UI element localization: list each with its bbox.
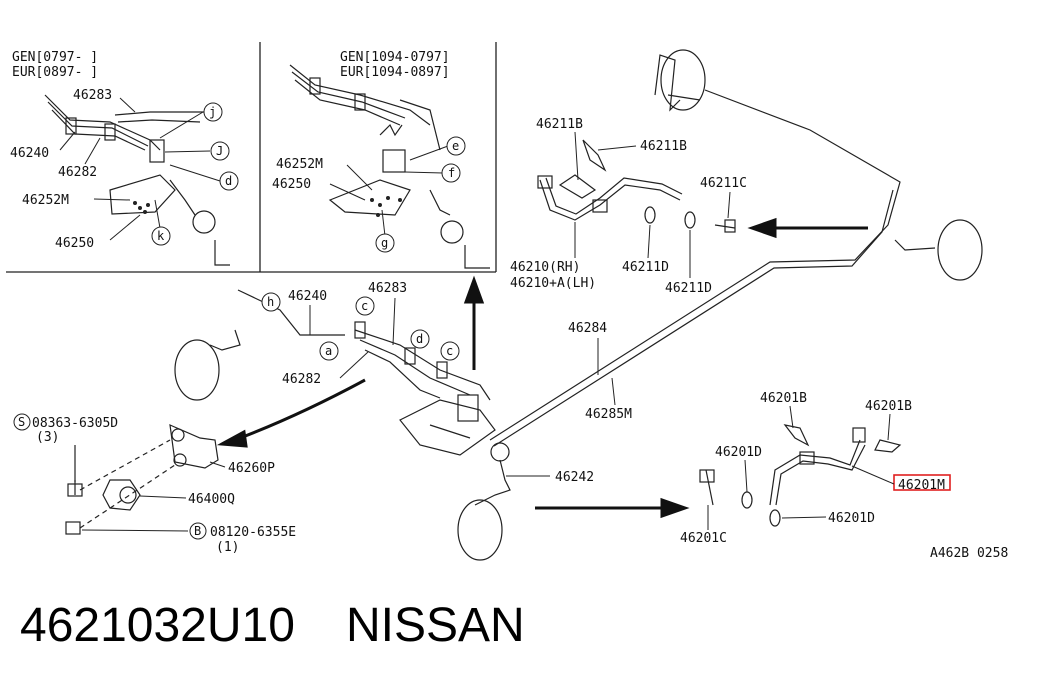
inset-left-dots (133, 201, 150, 214)
inset-left-label-46283: 46283 (73, 88, 112, 103)
circle-label-d-main: d (416, 332, 423, 346)
label-46201d-2: 46201D (828, 511, 875, 526)
inset-right-dots (370, 196, 402, 217)
valve-leaders (81, 461, 226, 532)
label-46282: 46282 (282, 372, 321, 387)
inset-right-label-46250: 46250 (272, 177, 311, 192)
main-circles: h c a d c (261, 292, 460, 361)
label-46284: 46284 (568, 321, 607, 336)
circle-label-c-2: c (446, 344, 453, 358)
pipe-leaders (309, 297, 616, 477)
inset-left-header-2: EUR[0897- ] (12, 65, 98, 80)
s-circle (13, 413, 31, 431)
circle-label-s: S (18, 415, 25, 429)
label-qty-3: (3) (36, 430, 59, 445)
inset-right-circles: e f g (375, 136, 466, 253)
inset-right-leaders (329, 145, 449, 237)
label-08120-6355e: 08120-6355E (210, 525, 296, 540)
circle-label-k: k (157, 229, 165, 243)
inset-left-leaders (59, 97, 221, 241)
inset-right-pipes (289, 64, 490, 269)
label-46211d-1: 46211D (622, 260, 669, 275)
highlight-box (893, 474, 951, 491)
circle-label-h: h (267, 295, 274, 309)
inset-left-label-46250: 46250 (55, 236, 94, 251)
label-46201b-2: 46201B (865, 399, 912, 414)
inset-left-header-1: GEN[0797- ] (12, 50, 98, 65)
circle-label-f: f (448, 166, 455, 180)
circle-label-a: a (325, 344, 332, 358)
inset-right-header-1: GEN[1094-0797] (340, 50, 450, 65)
label-46201d-1: 46201D (715, 445, 762, 460)
label-46283: 46283 (368, 281, 407, 296)
circle-label-d: d (225, 174, 232, 188)
label-46285m: 46285M (585, 407, 632, 422)
label-46211c: 46211C (700, 176, 747, 191)
label-46211b-1: 46211B (536, 117, 583, 132)
parts-diagram: GEN[0797- ] EUR[0897- ] 46283 46240 4628… (6, 42, 1008, 561)
arrows (216, 217, 868, 519)
inset-left-label-46252m: 46252M (22, 193, 69, 208)
inset-left-label-46282: 46282 (58, 165, 97, 180)
circle-label-b: B (194, 524, 201, 538)
circle-label-J: J (216, 144, 223, 158)
label-46210a-lh: 46210+A(LH) (510, 276, 596, 291)
label-46201c: 46201C (680, 531, 727, 546)
main-pipes (174, 49, 983, 561)
part-number: 4621032U10 (20, 599, 295, 652)
label-46240: 46240 (288, 289, 327, 304)
rear-hose (699, 424, 902, 527)
inset-left-pipes (44, 94, 230, 266)
inset-right: GEN[1094-0797] EUR[1094-0897] 46252M 462… (272, 50, 490, 269)
label-46201b-1: 46201B (760, 391, 807, 406)
label-46242: 46242 (555, 470, 594, 485)
valve-assembly (65, 424, 219, 535)
label-46201m: 46201M (898, 478, 945, 493)
diagram-code: A462B 0258 (930, 546, 1008, 561)
circle-label-g: g (381, 236, 388, 250)
label-46211b-2: 46211B (640, 139, 687, 154)
label-46400q: 46400Q (188, 492, 235, 507)
label-qty-1: (1) (216, 540, 239, 555)
b-circle (189, 522, 207, 540)
circle-label-j: j (209, 105, 216, 119)
label-46260p: 46260P (228, 461, 275, 476)
label-08363-6305d: 08363-6305D (32, 416, 118, 431)
inset-left: GEN[0797- ] EUR[0897- ] 46283 46240 4628… (10, 50, 239, 266)
label-46210-rh: 46210(RH) (510, 260, 580, 275)
inset-left-label-46240: 46240 (10, 146, 49, 161)
front-hose (537, 139, 736, 233)
circle-label-e: e (452, 139, 459, 153)
brand-name: NISSAN (346, 599, 525, 652)
front-hose-leaders (574, 131, 731, 278)
inset-right-label-46252m: 46252M (276, 157, 323, 172)
inset-frame (6, 42, 497, 273)
inset-right-header-2: EUR[1094-0897] (340, 65, 450, 80)
circle-label-c-1: c (361, 299, 368, 313)
label-46211d-2: 46211D (665, 281, 712, 296)
inset-left-circles: j J d k (151, 102, 239, 246)
rear-hose-leaders (707, 405, 895, 530)
